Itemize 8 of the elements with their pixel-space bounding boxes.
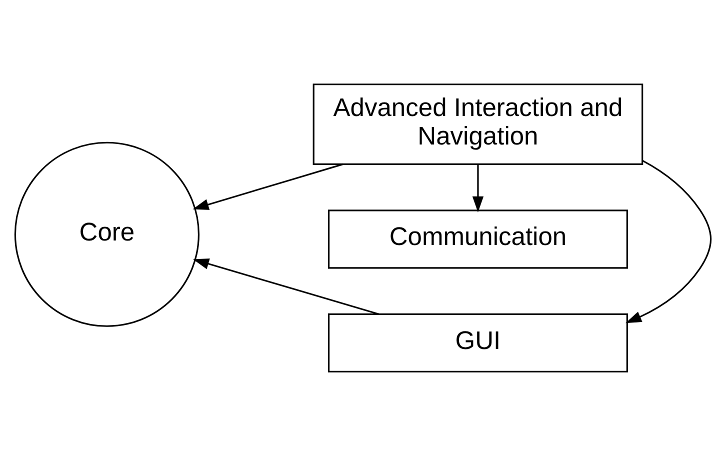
node-box: Communication (328, 209, 628, 268)
arrow (625, 159, 712, 323)
arrow (472, 164, 484, 212)
arrow (192, 162, 344, 210)
node-box: GUI (328, 312, 628, 372)
arrow (193, 258, 379, 314)
node-box: Advanced Interaction and Navigation (312, 83, 644, 164)
node-circle: Core (14, 141, 200, 326)
